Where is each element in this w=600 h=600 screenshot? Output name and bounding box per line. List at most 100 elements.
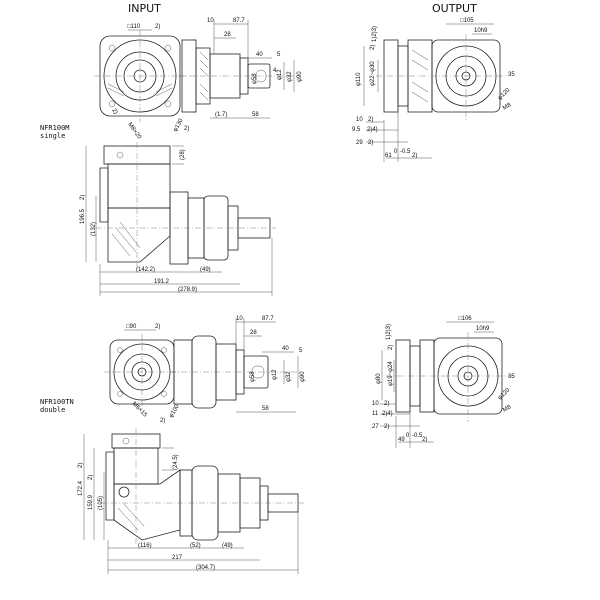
single-output-view: [376, 34, 508, 120]
dim-text: 10: [236, 316, 243, 322]
dim-text: 2): [412, 153, 417, 159]
dim-text: 2): [384, 401, 389, 407]
dim-text: 9.5: [352, 127, 361, 133]
dim-text: 10: [207, 18, 214, 24]
dim-text: □106: [458, 316, 472, 322]
model-type: double: [40, 406, 66, 414]
dim-text: 29: [356, 140, 363, 146]
dim-text: 2)4): [367, 127, 378, 133]
single-input-side-view: [178, 39, 300, 113]
dim-text: M8: [502, 404, 513, 414]
dim-text: 4: [273, 68, 277, 74]
dim-text: 2): [155, 24, 160, 30]
single-output-dims: □105 1)2)3) 10h9 φ110 φ22~φ30 2) 35 φ120…: [352, 18, 515, 162]
double-input-dims: □90 2) 10 87.7 28 40 5 φ58 φ12 φ32 φ90 φ…: [124, 316, 306, 424]
dim-text: 2)4): [382, 411, 393, 417]
dim-text: 196.5: [80, 208, 86, 224]
dim-text: M8×20: [126, 122, 142, 141]
dim-text: φ22~φ30: [370, 61, 376, 86]
dim-text: (142.2): [136, 267, 155, 273]
output-header: OUTPUT: [432, 2, 477, 15]
dim-text: 159.9: [88, 494, 94, 510]
dim-text: φ12: [277, 69, 283, 80]
model-label-single: NFR100M single: [40, 124, 70, 140]
single-side-dims: (28) 196.5 2) (132) (142.2) (49) 191.2 (…: [80, 145, 273, 296]
dim-text: (52): [190, 543, 201, 549]
model-type: single: [40, 132, 66, 140]
dim-text: 10: [356, 117, 363, 123]
dim-text: (24.5): [173, 454, 179, 470]
double-side-view: [100, 428, 304, 546]
dim-text: 61: [385, 153, 392, 159]
double-output-view: [386, 332, 512, 422]
dim-text: 2): [155, 324, 160, 330]
dim-text: φ90: [297, 71, 303, 82]
dim-text: M8: [502, 102, 513, 112]
dim-text: (28): [180, 149, 186, 160]
dim-text: 27: [372, 424, 379, 430]
dim-text: (49): [200, 267, 211, 273]
dim-text: φ80: [376, 373, 382, 384]
dim-text: (1.7): [215, 112, 227, 118]
dim-text: 172.4: [78, 480, 84, 496]
dim-text: 2): [368, 140, 373, 146]
dim-text: 2): [110, 108, 118, 116]
double-output-dims: □106 1)2)3) 10h9 φ80 φ19~φ24 2) 35 φ120 …: [372, 316, 515, 448]
dim-text: 2): [370, 45, 376, 50]
dim-text: -0.5: [412, 433, 423, 439]
dim-text: 1)2)3): [372, 26, 378, 42]
dim-text: □110: [127, 24, 141, 30]
dim-text: 2): [388, 345, 394, 350]
single-input-front-view: [94, 30, 186, 122]
dim-text: 40: [282, 346, 289, 352]
dim-text: φ90: [300, 371, 306, 382]
double-input-side-view: [170, 335, 300, 409]
model-name: NFR100M: [40, 124, 70, 132]
dim-text: φ12: [272, 369, 278, 380]
dim-text: 2): [422, 437, 427, 443]
dim-text: □90: [126, 324, 137, 330]
dim-text: 40: [256, 52, 263, 58]
dim-text: 2): [78, 463, 84, 468]
dim-text: 2): [184, 126, 189, 132]
dim-text: φ100: [169, 403, 181, 419]
dim-text: φ19~φ24: [388, 361, 394, 386]
dim-text: 2): [88, 475, 94, 480]
dim-text: 49: [398, 437, 405, 443]
input-header: INPUT: [128, 2, 161, 15]
dim-text: 2): [160, 418, 165, 424]
dim-text: φ120: [497, 87, 512, 102]
dim-text: φ32: [286, 371, 292, 382]
dim-text: □105: [460, 18, 474, 24]
dim-text: 10: [372, 401, 379, 407]
dim-text: φ58: [252, 73, 258, 84]
model-name: NFR100TN: [40, 398, 74, 406]
dim-text: 10h9: [476, 326, 490, 332]
double-input-front-view: [104, 334, 180, 412]
dim-text: 217: [172, 555, 183, 561]
dim-text: 2): [368, 117, 373, 123]
dim-text: 58: [252, 112, 259, 118]
dim-text: 191.2: [154, 279, 170, 285]
dim-text: 11: [372, 411, 379, 417]
dim-text: 10h9: [474, 28, 488, 34]
dim-text: 5: [299, 348, 303, 354]
single-side-view: [96, 142, 276, 270]
dim-text: -0.5: [400, 149, 411, 155]
dim-text: 28: [224, 32, 231, 38]
dim-text: 35: [508, 374, 515, 380]
dim-text: (278.9): [178, 287, 197, 293]
dim-text: φ120: [497, 387, 512, 402]
dim-text: φ58: [250, 371, 256, 382]
dim-text: 0: [406, 433, 410, 439]
dim-text: 35: [508, 72, 515, 78]
dim-text: φ32: [287, 71, 293, 82]
dim-text: (304.7): [196, 565, 215, 571]
dim-text: 28: [250, 330, 257, 336]
dim-text: (49): [222, 543, 233, 549]
dim-text: 2): [384, 424, 389, 430]
dim-text: φ110: [356, 72, 362, 86]
dim-text: 0: [394, 149, 398, 155]
single-input-dims: □110 2) 10 87.7 28 40 5 φ58 4 φ12 φ32 φ9…: [110, 18, 303, 141]
dim-text: 87.7: [233, 18, 245, 24]
